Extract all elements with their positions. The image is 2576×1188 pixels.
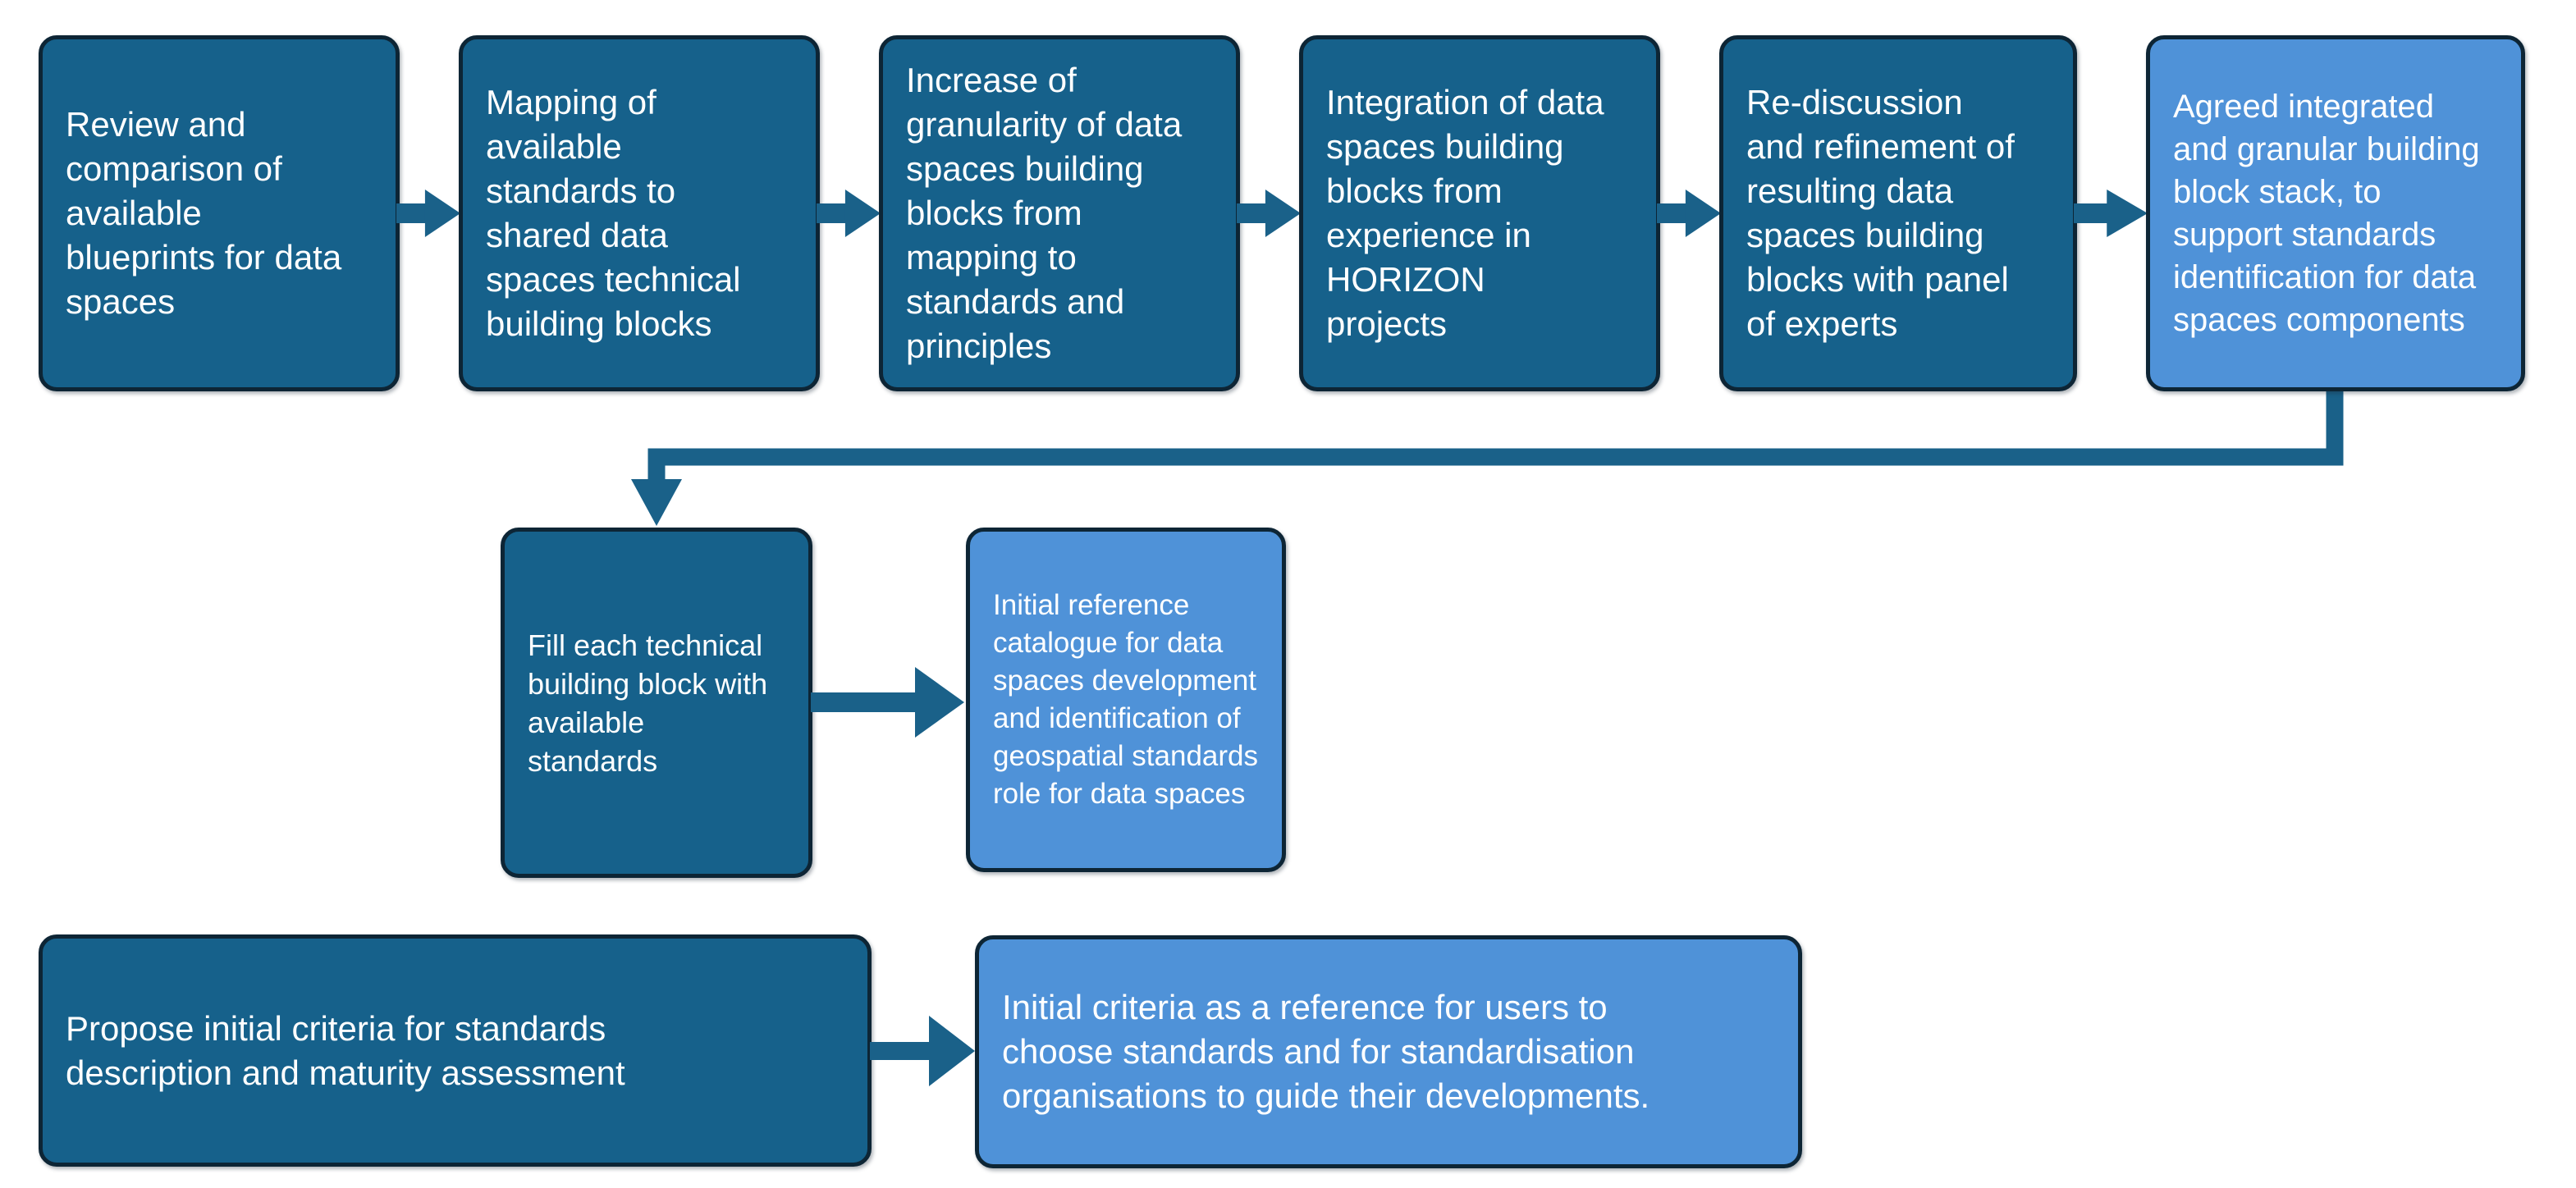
arrow-right-icon — [2074, 190, 2148, 237]
arrow-right-icon — [870, 1014, 975, 1088]
step-box-mapping-standards: Mapping of available standards to shared… — [459, 35, 820, 391]
arrow-right-icon — [1657, 190, 1721, 237]
step-box-fill-blocks: Fill each technical building block with … — [501, 528, 812, 878]
step-box-granularity: Increase of granularity of data spaces b… — [879, 35, 1240, 391]
output-box-reference-catalogue: Initial reference catalogue for data spa… — [966, 528, 1286, 872]
output-box-agreed-stack: Agreed integrated and granular building … — [2146, 35, 2525, 391]
step-text: Increase of granularity of data spaces b… — [906, 61, 1183, 365]
step-text: Propose initial criteria for standards d… — [66, 1008, 625, 1092]
step-text: Re-discussion and refinement of resultin… — [1746, 83, 2015, 343]
step-box-review-blueprints: Review and comparison of available bluep… — [39, 35, 400, 391]
step-box-integration-horizon: Integration of data spaces building bloc… — [1299, 35, 1660, 391]
step-box-propose-criteria: Propose initial criteria for standards d… — [39, 934, 872, 1167]
output-box-initial-criteria: Initial criteria as a reference for user… — [975, 935, 1802, 1168]
arrow-right-icon — [1237, 190, 1301, 237]
output-text: Agreed integrated and granular building … — [2173, 89, 2480, 338]
step-text: Mapping of available standards to shared… — [486, 83, 741, 343]
arrow-right-icon — [811, 665, 964, 739]
step-text: Integration of data spaces building bloc… — [1326, 83, 1604, 343]
step-box-rediscussion-experts: Re-discussion and refinement of resultin… — [1719, 35, 2077, 391]
arrow-right-icon — [817, 190, 881, 237]
step-text: Fill each technical building block with … — [528, 628, 768, 778]
step-text: Review and comparison of available bluep… — [66, 105, 342, 321]
arrow-right-icon — [396, 190, 460, 237]
output-text: Initial criteria as a reference for user… — [1002, 988, 1650, 1115]
output-text: Initial reference catalogue for data spa… — [993, 589, 1258, 810]
